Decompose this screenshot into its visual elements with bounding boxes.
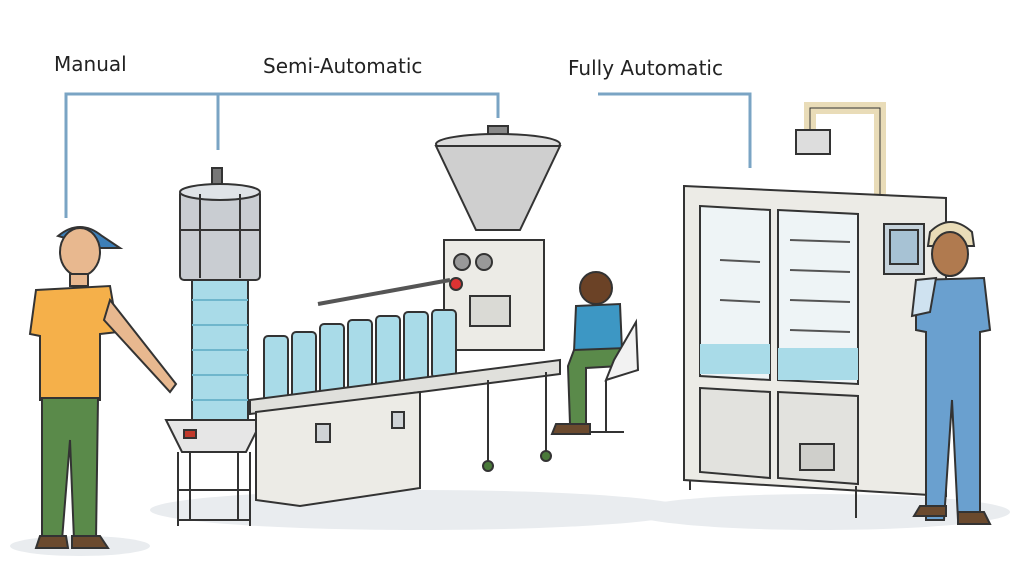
semi-automatic-machine: [249, 125, 562, 508]
worker-fully-automatic: [910, 221, 992, 525]
worker-semi-automatic: [550, 271, 640, 435]
worker-manual: [28, 226, 178, 549]
label-semi-automatic: Semi-Automatic: [263, 54, 423, 78]
floor-shadows: [10, 490, 1010, 556]
fully-automatic-machine: [683, 102, 947, 518]
manual-filler: [164, 167, 264, 526]
bracket-lines: [64, 92, 752, 218]
label-fully-automatic: Fully Automatic: [568, 56, 723, 80]
label-manual: Manual: [54, 52, 127, 76]
